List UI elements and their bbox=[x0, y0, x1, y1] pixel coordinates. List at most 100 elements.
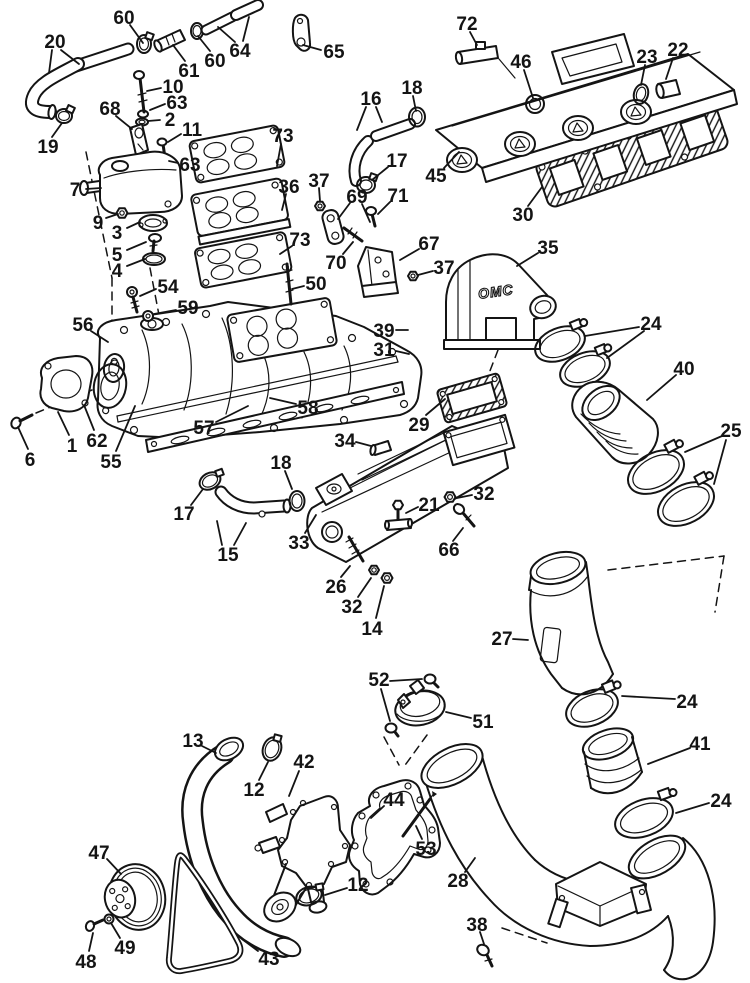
part-clamp-12b bbox=[295, 882, 325, 907]
part-sender-54 bbox=[126, 286, 140, 314]
callout-label-38: 38 bbox=[466, 915, 487, 936]
part-bracket-67 bbox=[357, 246, 399, 298]
part-bracket-65 bbox=[291, 13, 312, 52]
callout-label-56: 56 bbox=[72, 315, 93, 336]
callout-label-1: 1 bbox=[67, 436, 78, 457]
callout-label-52: 52 bbox=[368, 670, 389, 691]
callout-leader-10 bbox=[146, 87, 162, 92]
callout-label-31: 31 bbox=[373, 340, 395, 361]
callout-label-32: 32 bbox=[473, 484, 494, 505]
callout-label-59: 59 bbox=[177, 298, 198, 319]
callout-leader-73 bbox=[276, 143, 282, 167]
callout-leader-47 bbox=[106, 858, 122, 875]
part-plug-34 bbox=[369, 440, 392, 456]
part-bolt-6 bbox=[10, 413, 34, 430]
callout-label-41: 41 bbox=[689, 734, 711, 755]
callout-label-45: 45 bbox=[425, 166, 447, 187]
callout-leader-26 bbox=[340, 565, 351, 578]
part-nut-32b bbox=[368, 564, 380, 576]
callout-leader-38 bbox=[479, 931, 485, 945]
callout-leader-24 bbox=[675, 802, 710, 814]
callout-label-23: 23 bbox=[636, 47, 657, 68]
callout-label-67: 67 bbox=[418, 234, 439, 255]
callout-leader-60 bbox=[129, 24, 144, 44]
part-belt-43 bbox=[165, 852, 244, 975]
callout-leader-69 bbox=[361, 203, 371, 223]
callout-leader-23 bbox=[640, 64, 646, 86]
callout-label-60: 60 bbox=[113, 8, 134, 29]
callout-leader-29 bbox=[425, 398, 446, 416]
callout-leader-7 bbox=[85, 187, 102, 190]
callout-leader-41 bbox=[647, 747, 691, 765]
part-hose-16 bbox=[348, 118, 416, 187]
part-water-pump-42 bbox=[254, 795, 351, 923]
callout-leader-27 bbox=[512, 638, 529, 641]
callout-leader-20 bbox=[48, 49, 53, 74]
callout-label-17: 17 bbox=[386, 151, 407, 172]
callout-leader-11 bbox=[167, 133, 182, 143]
callout-leader-55 bbox=[115, 405, 136, 452]
callout-leader-49 bbox=[110, 922, 121, 939]
part-clamp-17b bbox=[198, 467, 225, 491]
part-cover-1 bbox=[39, 355, 94, 413]
callout-leader-45 bbox=[443, 151, 460, 169]
manifold-port bbox=[562, 115, 594, 141]
callout-leader-24 bbox=[584, 326, 640, 337]
callout-label-5: 5 bbox=[112, 245, 123, 266]
callout-label-6: 6 bbox=[25, 450, 36, 471]
part-gasket-44 bbox=[348, 779, 441, 896]
callout-leader-63 bbox=[149, 103, 166, 111]
callout-label-17: 17 bbox=[173, 504, 194, 525]
callout-label-12: 12 bbox=[347, 875, 368, 896]
callout-label-13: 13 bbox=[182, 731, 203, 752]
callout-leader-52 bbox=[380, 688, 391, 722]
callout-leader-63 bbox=[168, 160, 179, 164]
callout-label-54: 54 bbox=[157, 277, 179, 298]
callout-leader-64 bbox=[242, 16, 250, 42]
callout-label-69: 69 bbox=[346, 187, 367, 208]
callout-label-63: 63 bbox=[179, 155, 200, 176]
callout-label-40: 40 bbox=[673, 359, 694, 380]
part-screw-52a bbox=[423, 673, 440, 689]
part-nut-37a bbox=[314, 200, 326, 212]
callout-leader-42 bbox=[288, 770, 300, 797]
callout-leader-9 bbox=[105, 213, 119, 219]
part-washer-63a bbox=[137, 109, 149, 119]
part-fitting-72 bbox=[454, 41, 516, 79]
callout-label-3: 3 bbox=[112, 223, 123, 244]
callout-leader-44 bbox=[370, 805, 385, 819]
callout-leader-32 bbox=[456, 494, 473, 499]
part-bolt-38 bbox=[476, 943, 494, 968]
part-stud-26 bbox=[345, 535, 365, 563]
callout-label-51: 51 bbox=[472, 712, 494, 733]
callout-label-58: 58 bbox=[297, 398, 318, 419]
callout-leader-67 bbox=[399, 248, 420, 261]
callout-label-25: 25 bbox=[720, 421, 742, 442]
part-bolt-48 bbox=[84, 918, 105, 932]
callout-leader-35 bbox=[516, 252, 539, 267]
callout-leader-25 bbox=[684, 435, 723, 453]
callout-leader-28 bbox=[464, 857, 476, 873]
callout-leader-65 bbox=[302, 44, 322, 51]
part-fitting-21 bbox=[384, 499, 413, 531]
callout-label-4: 4 bbox=[112, 261, 123, 282]
callout-label-61: 61 bbox=[178, 61, 200, 82]
part-clamp-24c bbox=[614, 786, 678, 839]
part-nut-9 bbox=[115, 207, 129, 219]
part-nut-14 bbox=[380, 572, 394, 584]
callout-label-57: 57 bbox=[193, 418, 214, 439]
part-ring-18b bbox=[288, 490, 306, 512]
callout-leader-59 bbox=[153, 309, 177, 315]
callout-label-60: 60 bbox=[204, 51, 225, 72]
callout-leader-16 bbox=[356, 106, 367, 131]
callout-leader-1 bbox=[57, 411, 70, 436]
callout-leader-72 bbox=[469, 31, 478, 46]
callout-leader-4 bbox=[126, 258, 146, 267]
part-bolt-66 bbox=[452, 503, 476, 528]
callout-leader-24 bbox=[621, 695, 676, 700]
part-exhaust-tube-27 bbox=[528, 550, 614, 696]
part-gasket-3 bbox=[138, 214, 168, 232]
callout-label-33: 33 bbox=[288, 533, 309, 554]
callout-leader-6 bbox=[17, 426, 29, 450]
